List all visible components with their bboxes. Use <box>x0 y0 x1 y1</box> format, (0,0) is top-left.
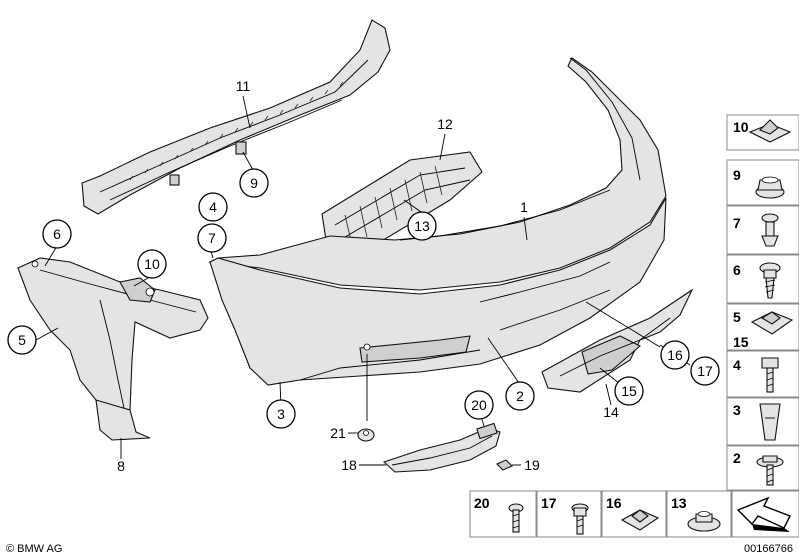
part-5-side-bracket <box>17 257 209 441</box>
part-19-clip <box>496 459 513 471</box>
label-11: 11 <box>236 78 251 94</box>
label-21: 21 <box>330 425 346 441</box>
svg-text:20: 20 <box>471 397 487 413</box>
svg-text:3: 3 <box>277 406 285 422</box>
legend-label-17: 17 <box>541 495 557 511</box>
legend-label-15: 15 <box>733 334 749 350</box>
callout-16: 16 <box>660 340 690 370</box>
legend-label-13: 13 <box>671 495 687 511</box>
label-19: 19 <box>524 457 540 473</box>
callout-4: 4 <box>198 192 228 222</box>
callout-17: 17 <box>690 356 720 386</box>
callout-13: 13 <box>407 211 437 241</box>
callout-7: 7 <box>197 223 227 253</box>
legend-label-6: 6 <box>733 262 741 278</box>
hex-nut-icon <box>755 176 785 199</box>
small-screw-icon <box>508 503 524 533</box>
screw-icon <box>756 455 784 486</box>
svg-text:16: 16 <box>667 347 683 363</box>
label-14: 14 <box>603 404 619 420</box>
collar-screw-icon <box>759 262 781 299</box>
part-11-carrier <box>81 19 391 215</box>
svg-text:4: 4 <box>209 199 217 215</box>
label-1: 1 <box>520 199 528 215</box>
svg-text:5: 5 <box>18 332 26 348</box>
copyright-text: © BMW AG <box>6 543 62 555</box>
svg-text:13: 13 <box>414 218 430 234</box>
hex-bolt-icon <box>761 357 779 393</box>
svg-text:7: 7 <box>208 230 216 246</box>
callout-15: 15 <box>614 376 644 406</box>
part-14-carrier <box>541 288 694 393</box>
legend-label-10: 10 <box>733 119 749 135</box>
direction-arrow-icon <box>736 496 791 532</box>
legend-label-3: 3 <box>733 402 741 418</box>
legend-label-5: 5 <box>733 309 741 325</box>
callout-5: 5 <box>7 325 37 355</box>
svg-text:2: 2 <box>516 388 524 404</box>
callout-2: 2 <box>505 381 535 411</box>
svg-text:17: 17 <box>697 363 713 379</box>
svg-text:9: 9 <box>250 175 258 191</box>
clip-nut-icon-bottom <box>620 509 660 531</box>
expanding-rivet-icon <box>761 213 779 247</box>
plastic-nut-icon <box>759 403 781 441</box>
flange-screw-icon <box>571 503 589 535</box>
legend-bottom: 20 17 16 13 <box>469 490 799 538</box>
spring-nut-icon <box>750 311 794 335</box>
callout-9: 9 <box>239 168 269 198</box>
part-1-bumper-panel <box>208 57 667 386</box>
drawing-number: 00166766 <box>744 543 793 555</box>
callout-6: 6 <box>42 219 72 249</box>
label-12: 12 <box>437 116 453 132</box>
legend-side: 10 9 7 6 5 15 4 3 2 <box>726 114 799 491</box>
callout-10: 10 <box>137 249 167 279</box>
svg-text:10: 10 <box>144 256 160 272</box>
label-18: 18 <box>341 457 357 473</box>
svg-text:15: 15 <box>621 383 637 399</box>
legend-label-16: 16 <box>606 495 622 511</box>
legend-label-4: 4 <box>733 357 741 373</box>
callout-20: 20 <box>464 390 494 420</box>
part-12-bracket <box>321 151 483 259</box>
legend-label-20: 20 <box>474 495 490 511</box>
part-18-reflector <box>382 422 501 473</box>
legend-label-2: 2 <box>733 450 741 466</box>
flange-nut-icon <box>687 511 721 532</box>
part-21-nut <box>357 428 375 442</box>
callout-3: 3 <box>266 399 296 429</box>
svg-text:6: 6 <box>53 226 61 242</box>
legend-label-7: 7 <box>733 215 741 231</box>
legend-label-9: 9 <box>733 167 741 183</box>
label-8: 8 <box>117 458 125 474</box>
